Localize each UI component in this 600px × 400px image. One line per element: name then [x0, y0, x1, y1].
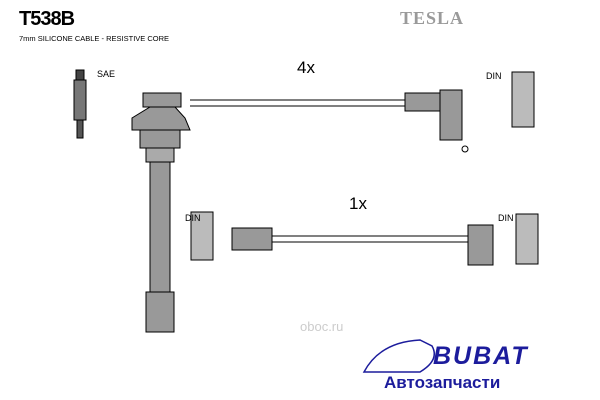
din-terminal-icon [190, 211, 214, 261]
din-label: DIN [185, 213, 201, 223]
spark-plug-icon [73, 69, 87, 139]
coil-boot [131, 92, 191, 333]
car-logo-icon [362, 339, 435, 373]
sae-label: SAE [97, 69, 116, 79]
part-number: T538B [19, 8, 75, 30]
qty-top: 4x [297, 58, 315, 77]
din-terminal-icon [511, 71, 535, 128]
din-label: DIN [498, 213, 514, 223]
brand-logo: TESLA [400, 8, 465, 28]
description: 7mm SILICONE CABLE - RESISTIVE CORE [19, 34, 170, 43]
shop-tagline: Автозапчасти [384, 373, 501, 392]
watermark: oboc.ru [300, 319, 344, 334]
shop-logo: BUBAT [433, 342, 529, 370]
din-terminal-icon [515, 213, 539, 265]
qty-bottom: 1x [349, 194, 367, 213]
din-label: DIN [486, 71, 502, 81]
